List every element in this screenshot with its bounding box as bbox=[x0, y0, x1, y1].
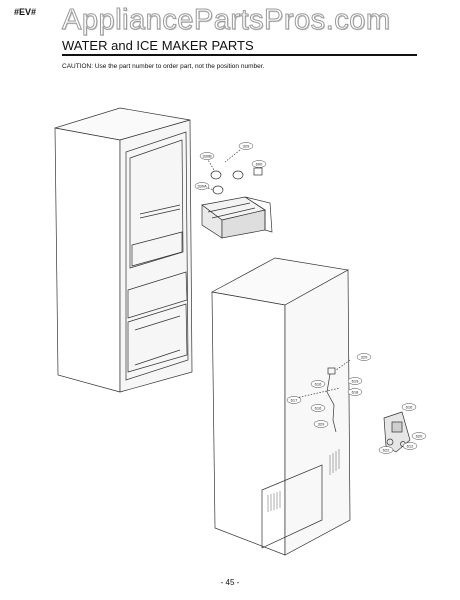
callout-label: 329 bbox=[361, 355, 368, 360]
callout-label: 612 bbox=[407, 444, 414, 449]
callout-label: 618 bbox=[352, 390, 359, 395]
callout-label: 616 bbox=[315, 382, 322, 387]
refrigerator-rear-view bbox=[210, 257, 351, 556]
callout-label: 600 bbox=[256, 162, 263, 167]
ice-maker-assembly bbox=[201, 149, 273, 239]
callout-label: 329 bbox=[243, 144, 250, 149]
watermark: AppliancePartsPros.com bbox=[62, 4, 391, 37]
callout-label: 617 bbox=[291, 398, 298, 403]
callout-label: 616 bbox=[315, 406, 322, 411]
callout-label: 619 bbox=[352, 379, 359, 384]
page-title: WATER and ICE MAKER PARTS bbox=[62, 38, 254, 53]
callout-label: 620 bbox=[416, 434, 423, 439]
section-tag: #EV# bbox=[14, 7, 37, 17]
callout-label: 330A bbox=[197, 184, 207, 189]
page-number: - 45 - bbox=[220, 578, 240, 587]
title-rule bbox=[62, 54, 417, 56]
callout-label: 622 bbox=[383, 448, 390, 453]
refrigerator-cabinet bbox=[54, 107, 193, 393]
caution-note: CAUTION: Use the part number to order pa… bbox=[62, 63, 265, 70]
callout-label: 616 bbox=[406, 405, 413, 410]
callout-label: 330B bbox=[202, 154, 212, 159]
callout-label: 329 bbox=[318, 422, 325, 427]
